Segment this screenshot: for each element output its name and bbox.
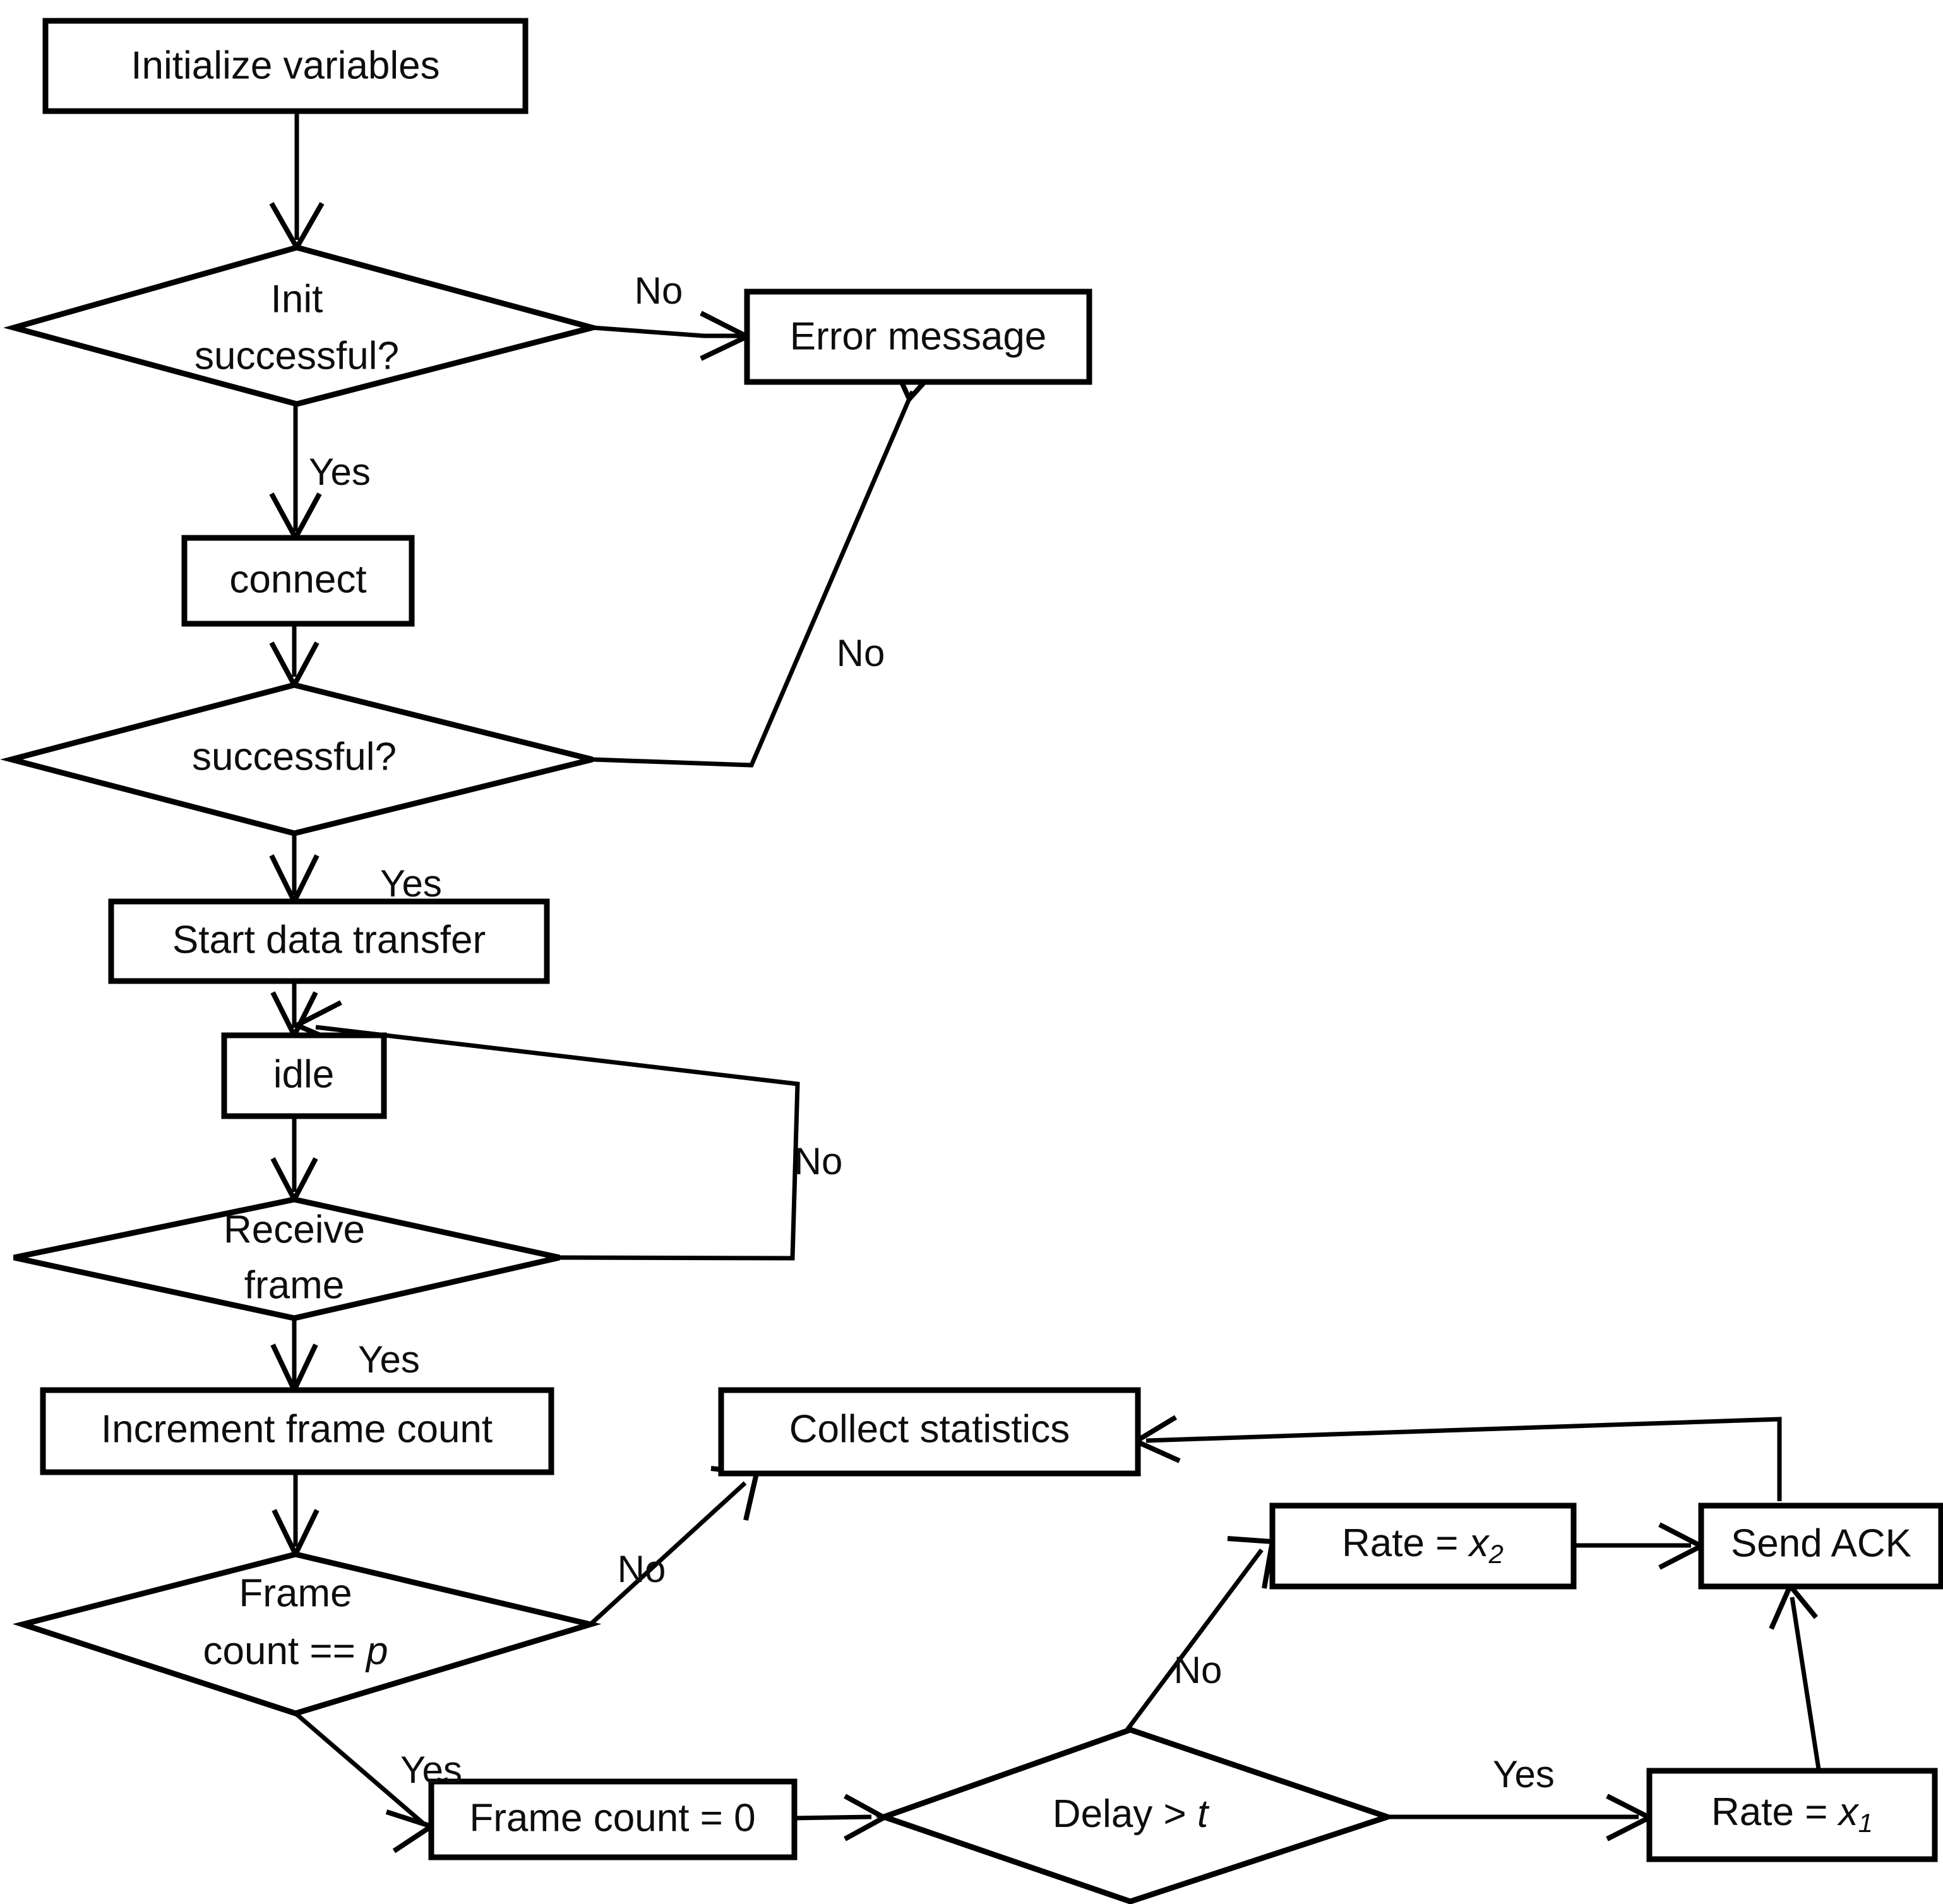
node-label-start-data-transfer: Start data transfer [172, 918, 486, 961]
edge-receive-frame-yes-to-increment [270, 1318, 318, 1396]
edge-label-framecount-yes: Yes [400, 1749, 462, 1791]
node-label-error-message: Error message [790, 314, 1047, 358]
node-label-idle: idle [273, 1052, 335, 1096]
node-label-frame-count-line2: count == p [203, 1629, 388, 1673]
edge-successful-yes-to-start-data-transfer [269, 833, 320, 908]
node-error-message[interactable]: Error message [744, 289, 1092, 385]
node-label-collect-statistics: Collect statistics [789, 1407, 1070, 1451]
node-label-receive-frame-line2: frame [244, 1263, 344, 1307]
node-rate-x2[interactable]: Rate = x2 [1269, 1502, 1577, 1590]
rate-x1-sub: 1 [1858, 1808, 1873, 1838]
edge-start-data-transfer-to-idle [270, 980, 318, 1041]
node-label-init-successful-line1: Init [271, 277, 323, 321]
node-receive-frame[interactable]: Receive frame [13, 1196, 561, 1321]
edge-frame-count-zero-to-delay [794, 1794, 890, 1842]
node-label-receive-frame-line1: Receive [224, 1208, 365, 1251]
rate-x2-sub: 2 [1488, 1539, 1504, 1569]
edge-label-delay-yes: Yes [1493, 1753, 1555, 1795]
node-label-frame-count-zero: Frame count = 0 [469, 1796, 755, 1840]
node-frame-count-zero[interactable]: Frame count = 0 [428, 1778, 798, 1860]
edge-label-framecount-no: No [618, 1548, 666, 1590]
node-send-ack[interactable]: Send ACK [1698, 1502, 1943, 1590]
edge-rate-x2-to-send-ack [1574, 1522, 1707, 1570]
edge-delay-no-to-rate-x2 [1125, 1536, 1276, 1732]
edge-initialize-to-init-successful [269, 111, 325, 253]
node-label-delay: Delay > t [1053, 1792, 1210, 1836]
edge-label-receive-no: No [794, 1140, 843, 1182]
node-initialize-variables[interactable]: Initialize variables [42, 18, 529, 114]
rate-x1-prefix: Rate = [1711, 1790, 1839, 1834]
edge-delay-yes-to-rate-x1 [1387, 1794, 1655, 1842]
edge-idle-to-receive-frame [270, 1116, 318, 1205]
edge-label-init-no: No [635, 270, 683, 312]
edge-label-connect-yes: Yes [380, 862, 442, 905]
node-label-rate-x2: Rate = x2 [1342, 1521, 1504, 1569]
edge-send-ack-to-collect-statistics [1130, 1415, 1782, 1501]
node-init-successful[interactable]: Init successful? [3, 244, 604, 407]
node-idle[interactable]: idle [221, 1032, 387, 1119]
delay-prefix: Delay > [1053, 1792, 1197, 1836]
node-rate-x1[interactable]: Rate = x1 [1646, 1768, 1938, 1862]
delay-var: t [1197, 1792, 1210, 1836]
rate-x1-var: x [1837, 1790, 1860, 1834]
node-frame-count-eq-p[interactable]: Frame count == p [12, 1551, 602, 1717]
edge-frame-count-no-to-collect-statistics [589, 1466, 760, 1626]
edge-increment-to-frame-count-check [272, 1472, 320, 1561]
rate-x2-prefix: Rate = [1342, 1521, 1469, 1565]
edge-init-successful-no-to-error-message [592, 311, 753, 361]
node-increment-frame-count[interactable]: Increment frame count [40, 1387, 554, 1475]
node-label-connect: connect [229, 557, 366, 601]
frame-count-var: p [365, 1629, 388, 1673]
rate-x2-var: x [1468, 1521, 1490, 1565]
node-collect-statistics[interactable]: Collect statistics [718, 1387, 1141, 1477]
node-connect[interactable]: connect [181, 535, 415, 627]
node-start-data-transfer[interactable]: Start data transfer [108, 898, 550, 984]
node-label-init-successful-line2: successful? [194, 334, 399, 378]
frame-count-prefix: count == [203, 1629, 366, 1673]
edge-rate-x1-to-send-ack [1769, 1581, 1821, 1770]
edge-label-init-yes: Yes [309, 451, 371, 493]
node-label-successful: successful? [192, 735, 397, 778]
node-label-initialize-variables: Initialize variables [131, 44, 439, 87]
edge-label-connect-no: No [837, 632, 885, 674]
edge-label-delay-no: No [1174, 1649, 1223, 1691]
node-successful[interactable]: successful? [0, 682, 594, 836]
node-label-frame-count-line1: Frame [239, 1571, 352, 1615]
edge-label-receive-yes: Yes [358, 1338, 420, 1381]
node-label-increment-frame-count: Increment frame count [101, 1407, 493, 1451]
node-label-send-ack: Send ACK [1731, 1521, 1911, 1565]
node-delay-gt-t[interactable]: Delay > t [875, 1727, 1397, 1904]
edge-successful-no-to-error-message [592, 352, 938, 768]
node-label-rate-x1: Rate = x1 [1711, 1790, 1873, 1838]
edge-connect-to-successful [269, 624, 320, 691]
